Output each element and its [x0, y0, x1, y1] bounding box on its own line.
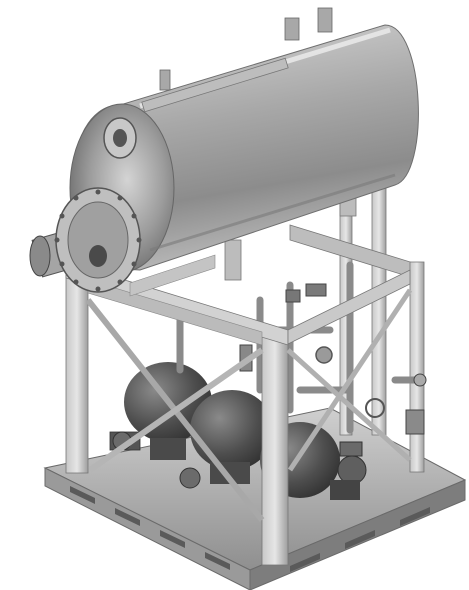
tank-nozzle-top	[103, 117, 137, 159]
tank-flange-inlet	[29, 187, 142, 293]
flange-bolts	[54, 189, 142, 292]
skid-cutouts	[70, 486, 430, 572]
